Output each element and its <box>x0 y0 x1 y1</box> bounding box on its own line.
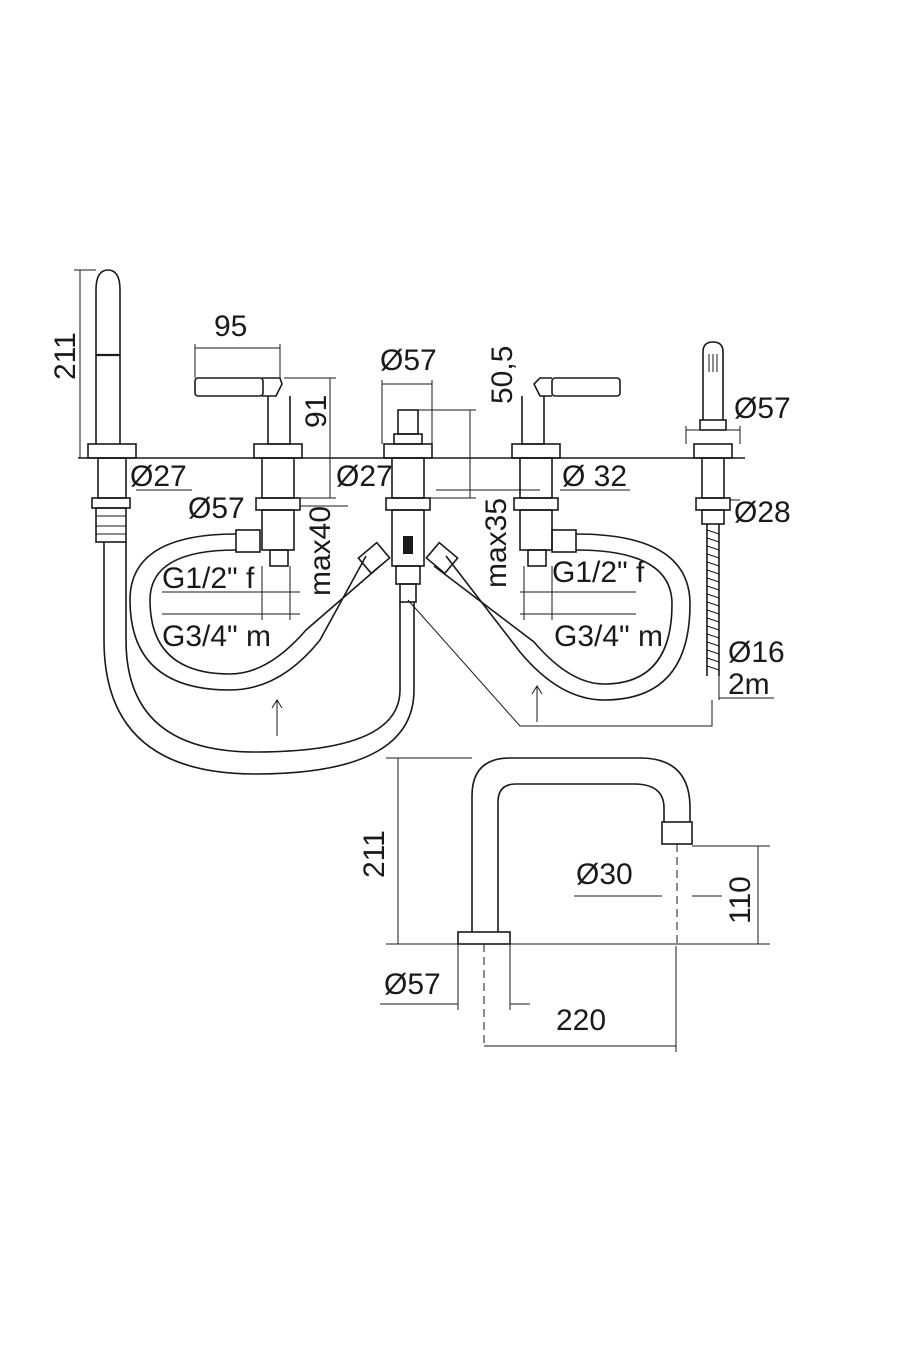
label-hose-diameter: Ø16 <box>728 636 785 669</box>
label-center-height: 50,5 <box>486 346 519 404</box>
label-shower-diameter: Ø57 <box>734 392 791 425</box>
label-left-valve-diameter: Ø57 <box>188 492 245 525</box>
label-base-diameter: Ø57 <box>384 968 441 1001</box>
label-center-shank-diameter: Ø27 <box>336 460 393 493</box>
valve-left <box>194 377 303 567</box>
label-outlet-diameter: Ø30 <box>576 858 633 891</box>
label-right-outlet-thread: G3/4" m <box>554 620 663 653</box>
side-view-labels: 211 Ø30 110 Ø57 220 <box>358 830 757 1037</box>
label-side-spout-height: 211 <box>358 830 391 878</box>
label-hose-length: 2m <box>728 668 770 701</box>
label-spout-height: 211 <box>49 332 82 380</box>
label-left-outlet-thread: G3/4" m <box>162 620 271 653</box>
hoses <box>103 529 713 775</box>
label-center-diameter: Ø57 <box>380 344 437 377</box>
label-left-max-deck: max40 <box>304 506 337 596</box>
dimension-lines-top <box>74 269 774 700</box>
label-right-inlet-thread: G1/2" f <box>552 556 645 589</box>
label-outlet-height: 110 <box>724 876 757 924</box>
label-right-valve-diameter: Ø 32 <box>562 460 627 493</box>
spout-left <box>87 269 137 543</box>
label-reach: 220 <box>556 1004 606 1037</box>
dimension-lines-side <box>380 757 770 1052</box>
hand-shower <box>693 341 733 676</box>
label-shower-shank-diameter: Ø28 <box>734 496 791 529</box>
label-handle-span: 95 <box>214 310 247 343</box>
spout-side-view <box>457 757 693 1046</box>
label-left-inlet-thread: G1/2" f <box>162 562 255 595</box>
diverter-center <box>383 409 433 603</box>
valve-right <box>511 377 621 567</box>
label-spout-base-diameter: Ø27 <box>130 460 187 493</box>
label-center-max-deck: max35 <box>480 498 513 588</box>
top-view-labels: 211 95 91 Ø57 50,5 Ø27 Ø57 Ø27 Ø 32 max4… <box>49 310 791 701</box>
label-handle-height: 91 <box>300 395 333 428</box>
